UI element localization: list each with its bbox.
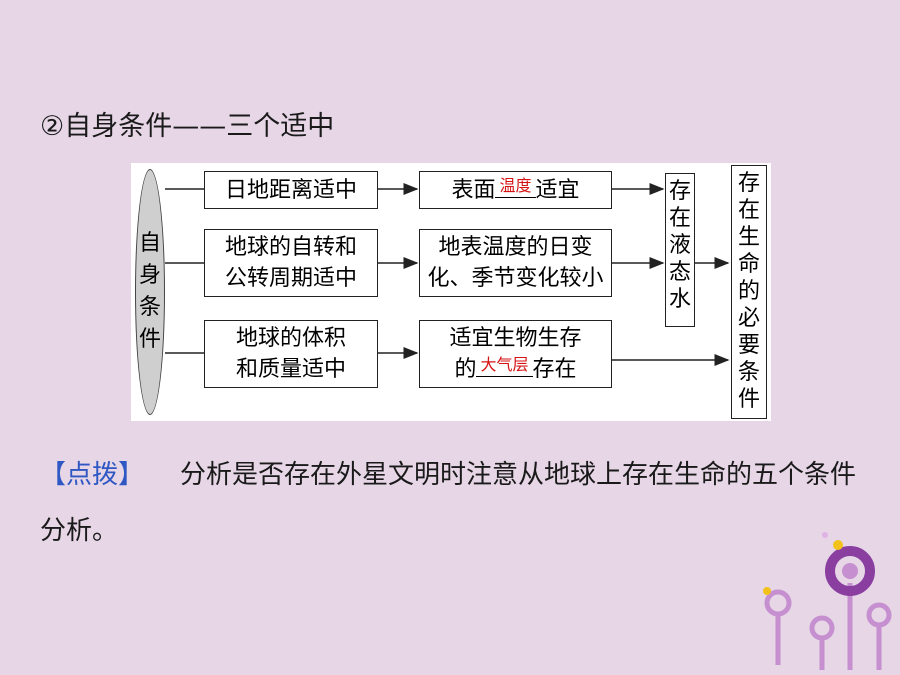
life-conditions-char: 条 bbox=[737, 360, 760, 385]
liquid-water-char: 水 bbox=[668, 287, 691, 312]
box-surface-temp-text: 表面温度适宜 bbox=[451, 175, 579, 206]
life-conditions-char: 存 bbox=[737, 171, 760, 196]
atmosphere-suffix: 存在 bbox=[532, 357, 577, 382]
box-surface-temp: 表面温度适宜 bbox=[419, 171, 612, 209]
life-conditions-char: 在 bbox=[737, 198, 760, 223]
oval-char: 条 bbox=[138, 295, 161, 320]
connector-lines bbox=[165, 183, 730, 366]
tip-label: 【点拨】 bbox=[40, 460, 145, 490]
box-distance-text: 日地距离适中 bbox=[224, 177, 357, 203]
box-volume-line1: 地球的体积 bbox=[235, 326, 346, 351]
atmosphere-prefix: 的 bbox=[454, 357, 477, 382]
box-volume-mass: 地球的体积 和质量适中 bbox=[204, 320, 378, 388]
blank-answer-temperature: 温度 bbox=[495, 175, 536, 198]
oval-char: 自 bbox=[138, 231, 161, 256]
conditions-diagram: 自 身 条 件 日地距离适中 地球的自转和 公转周期适中 地球的体积 和质量适中… bbox=[131, 163, 771, 421]
blank-answer-atmosphere: 大气层 bbox=[476, 354, 533, 377]
box-rotation: 地球的自转和 公转周期适中 bbox=[204, 229, 378, 297]
life-conditions-char: 要 bbox=[737, 333, 760, 358]
surface-suffix: 适宜 bbox=[535, 177, 580, 203]
box-volume-line2: 和质量适中 bbox=[235, 357, 346, 382]
oval-char: 身 bbox=[138, 263, 161, 288]
liquid-water-char: 态 bbox=[668, 260, 691, 285]
life-conditions-char: 件 bbox=[737, 387, 760, 412]
tip-paragraph: 【点拨】分析是否存在外星文明时注意从地球上存在生命的五个条件分析。 bbox=[40, 447, 870, 559]
box-distance: 日地距离适中 bbox=[204, 171, 378, 209]
oval-char: 件 bbox=[138, 327, 161, 352]
decorative-circles-icon bbox=[763, 532, 892, 670]
box-temp-variation: 地表温度的日变 化、季节变化较小 bbox=[419, 229, 612, 297]
liquid-water-char: 在 bbox=[668, 206, 691, 231]
liquid-water-char: 存 bbox=[668, 179, 691, 204]
box-atmosphere: 适宜生物生存 的大气层存在 bbox=[419, 320, 612, 388]
box-rotation-line2: 公转周期适中 bbox=[224, 266, 357, 291]
box-life-conditions: 存 在 生 命 的 必 要 条 件 bbox=[731, 165, 767, 419]
box-atmosphere-line1: 适宜生物生存 bbox=[449, 326, 582, 351]
life-conditions-char: 命 bbox=[737, 252, 760, 277]
liquid-water-char: 液 bbox=[668, 233, 691, 258]
box-rotation-line1: 地球的自转和 bbox=[224, 235, 357, 260]
box-temp-variation-line1: 地表温度的日变 bbox=[438, 235, 593, 260]
box-temp-variation-line2: 化、季节变化较小 bbox=[427, 266, 604, 291]
box-atmosphere-line2: 的大气层存在 bbox=[454, 354, 576, 385]
life-conditions-char: 必 bbox=[737, 306, 760, 331]
life-conditions-char: 生 bbox=[737, 225, 760, 250]
section-heading: ②自身条件——三个适中 bbox=[40, 111, 335, 142]
self-conditions-oval: 自 身 条 件 bbox=[135, 169, 165, 415]
tip-text: 分析是否存在外星文明时注意从地球上存在生命的五个条件分析。 bbox=[40, 460, 857, 546]
surface-prefix: 表面 bbox=[451, 177, 496, 203]
box-liquid-water: 存 在 液 态 水 bbox=[665, 173, 695, 327]
life-conditions-char: 的 bbox=[737, 279, 760, 304]
